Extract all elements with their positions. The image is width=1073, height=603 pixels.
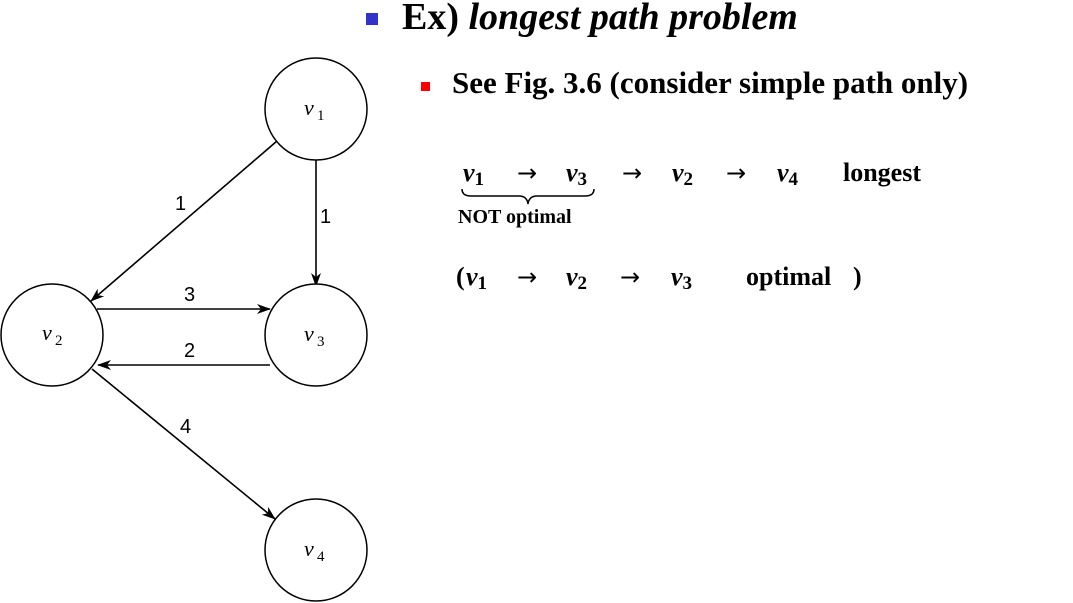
bullet-square-icon: [366, 13, 378, 25]
node-subscript: 4: [317, 549, 325, 565]
edge-weight-v2-v4: 4: [180, 416, 191, 438]
node-subscript: 3: [317, 334, 325, 350]
graph-diagram: 1 1 3 2 4 v 1 v 2 v 3 v 4: [0, 57, 368, 602]
edge-weights: 1 1 3 2 4: [175, 193, 331, 438]
edge-weight-v1-v2: 1: [175, 193, 186, 215]
heading-topic: longest path problem: [468, 0, 798, 38]
subheading: See Fig. 3.6 (consider simple path only): [452, 65, 969, 100]
edge-weight-v1-v3: 1: [320, 206, 331, 228]
edge-weight-v2-v3: 3: [184, 284, 195, 306]
path-arrow: →: [726, 159, 747, 187]
path-vertex: v2: [566, 262, 588, 294]
node-v4: v 4: [264, 498, 368, 602]
edge-v1-v2: [90, 140, 278, 302]
longest-path-expression: v1 → v3 → v2 → v4 longest: [0, 158, 1073, 190]
path-vertex: v4: [777, 158, 799, 190]
node-subscript: 1: [317, 108, 325, 124]
slide-heading: Ex) longest path problem: [402, 0, 798, 40]
optimal-path-expression: ( v1 → v2 → v3 optimal ): [0, 262, 1073, 294]
path-vertex: v3: [671, 262, 693, 294]
longest-label: longest: [843, 158, 921, 187]
close-paren: ): [853, 262, 862, 291]
not-optimal-note: NOT optimal: [458, 206, 572, 228]
path-vertex: v3: [566, 158, 588, 190]
node-circle: [264, 57, 368, 161]
path-arrow: →: [620, 263, 641, 291]
node-label: v: [304, 321, 314, 346]
node-label: v: [304, 95, 314, 120]
path-vertex: v2: [672, 158, 694, 190]
node-v2: v 2: [0, 283, 104, 387]
path-vertex: v1: [466, 262, 488, 294]
edge-weight-v3-v2: 2: [184, 340, 195, 362]
path-vertex: v1: [463, 158, 485, 190]
bullet-square-icon: [421, 82, 430, 91]
node-circle: [264, 283, 368, 387]
node-circle: [0, 283, 104, 387]
node-label: v: [42, 320, 52, 345]
node-label: v: [304, 536, 314, 561]
open-paren: (: [456, 262, 465, 291]
edge-v2-v4: [91, 368, 276, 520]
optimal-label: optimal: [746, 262, 832, 291]
path-arrow: →: [517, 263, 538, 291]
edges: [90, 140, 321, 520]
path-arrow: →: [622, 159, 643, 187]
underbrace-icon: [461, 188, 595, 205]
heading-prefix: Ex): [402, 0, 459, 38]
node-subscript: 2: [55, 333, 63, 349]
node-v3: v 3: [264, 283, 368, 387]
node-circle: [264, 498, 368, 602]
node-v1: v 1: [264, 57, 368, 161]
path-arrow: →: [517, 159, 538, 187]
